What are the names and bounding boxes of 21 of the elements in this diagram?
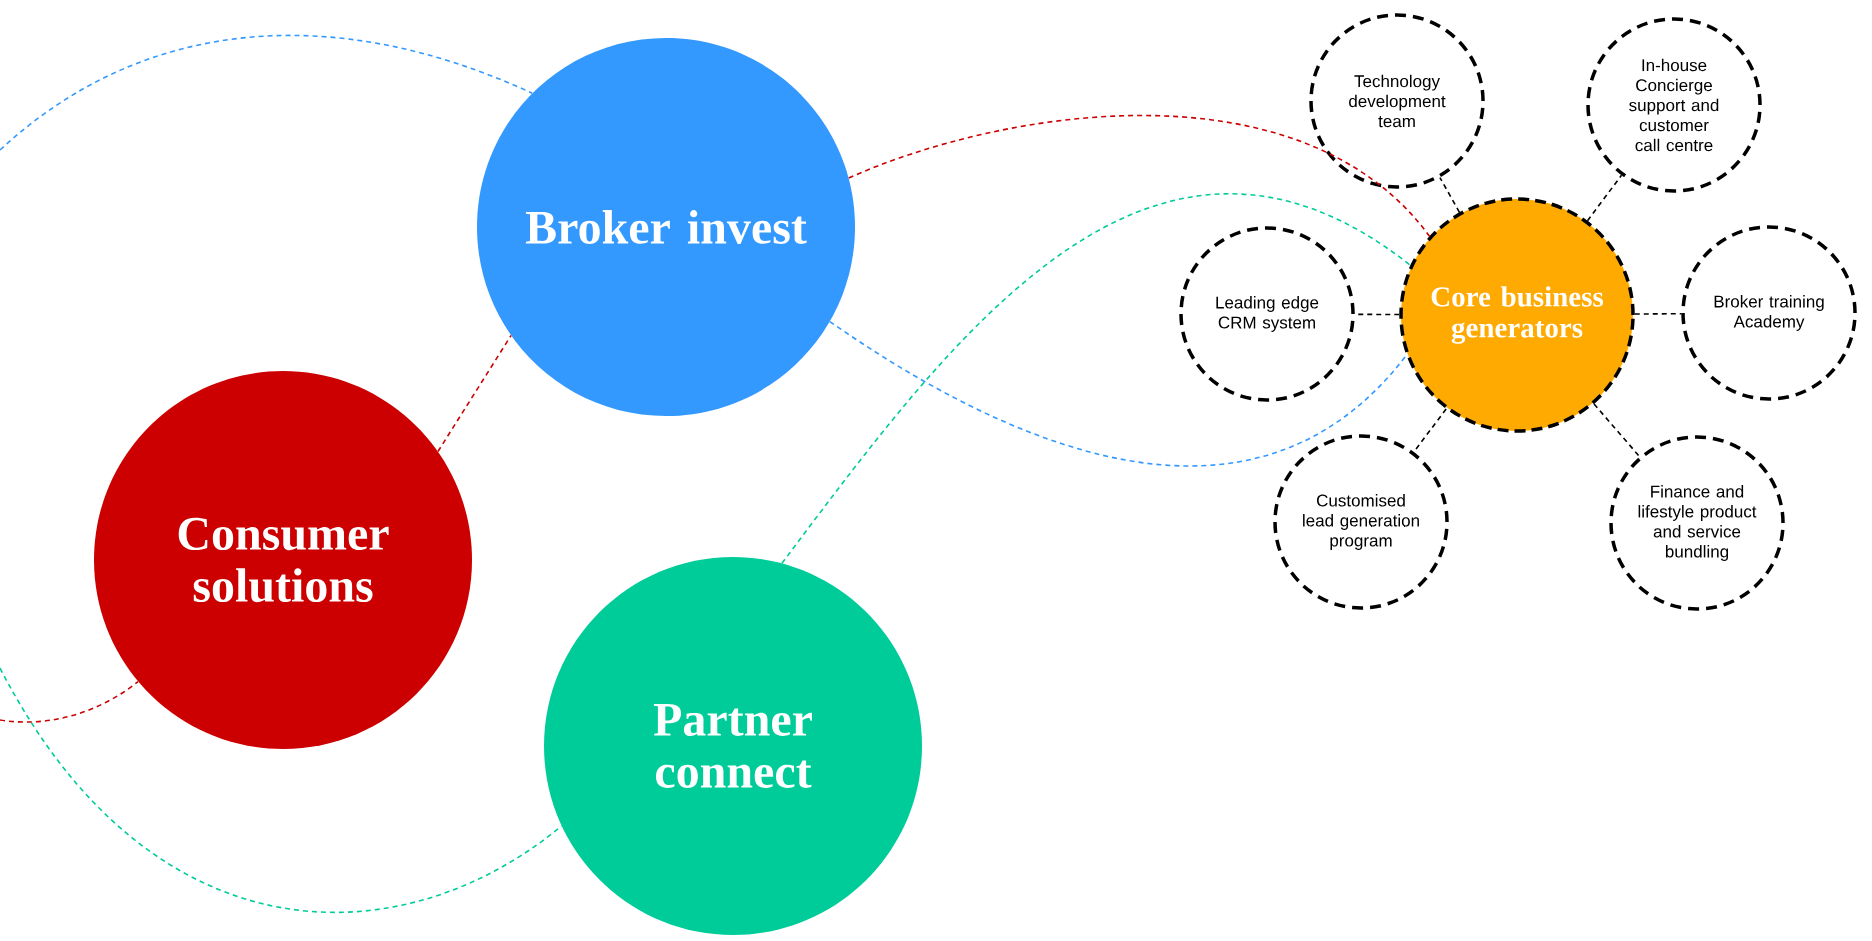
dashed-connector bbox=[829, 320, 1408, 467]
dashed-connector bbox=[1593, 403, 1641, 458]
dashed-circle-node: Broker training Academy bbox=[1681, 225, 1857, 401]
dashed-circle-node: Finance and lifestyle product and service bundling bbox=[1609, 435, 1785, 611]
dashed-connector bbox=[437, 334, 512, 453]
dashed-circle-node: Leading edge CRM system bbox=[1179, 226, 1355, 402]
dashed-connector bbox=[847, 114, 1431, 237]
circle-node: Partner connect bbox=[544, 557, 922, 935]
dashed-connector bbox=[0, 667, 563, 914]
dashed-circle-node: In-house Concierge support and customer call centre bbox=[1586, 17, 1762, 193]
dashed-connector bbox=[1633, 312, 1683, 315]
dashed-connector bbox=[781, 193, 1412, 565]
dashed-circle-node: Technology development team bbox=[1309, 13, 1485, 189]
circle-node: Consumer solutions bbox=[94, 371, 472, 749]
dashed-connector bbox=[0, 680, 139, 723]
dashed-circle-node: Customised lead generation program bbox=[1273, 434, 1449, 610]
dashed-connector bbox=[0, 34, 534, 151]
dashed-connector bbox=[1586, 174, 1623, 222]
circle-node: Broker invest bbox=[477, 38, 855, 416]
dashed-connector bbox=[1439, 176, 1461, 214]
core-circle-node: Core business generators bbox=[1399, 197, 1635, 433]
